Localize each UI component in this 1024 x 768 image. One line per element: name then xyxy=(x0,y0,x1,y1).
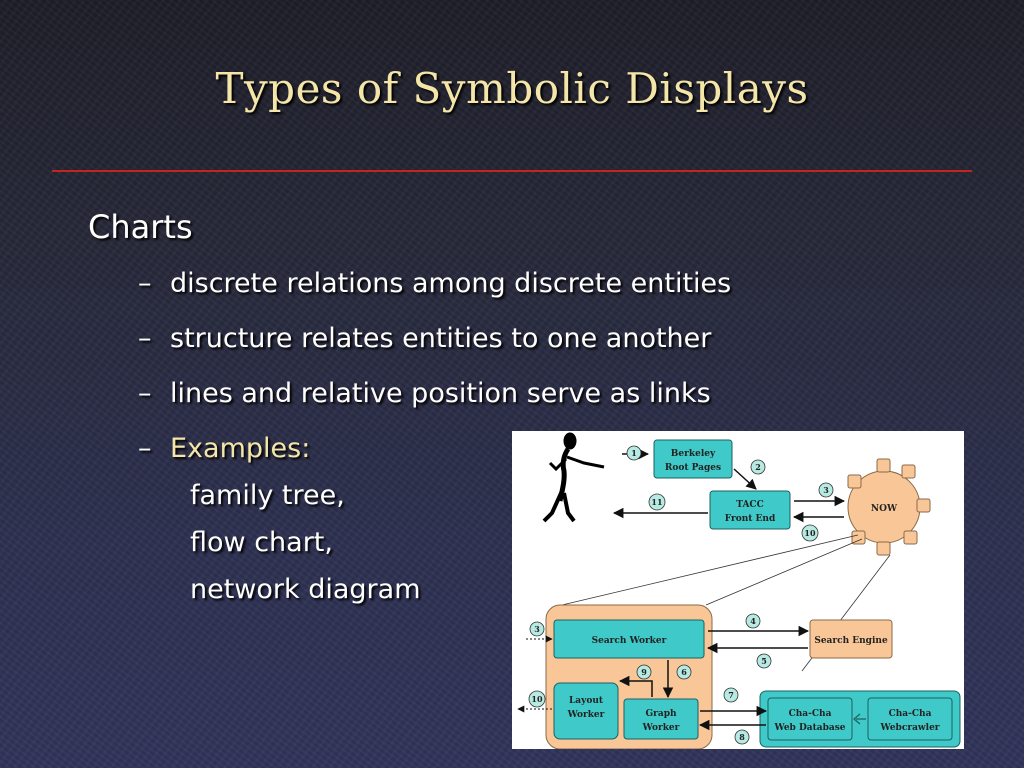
layout-worker-node xyxy=(553,682,619,740)
bullet-text: lines and relative position serve as lin… xyxy=(170,378,711,409)
tacc-front-end-node xyxy=(709,490,791,530)
chacha-db-label-line1: Cha-Cha xyxy=(789,709,832,719)
berkeley-label-line1: Berkeley xyxy=(671,449,716,459)
step-badge-7: 7 xyxy=(728,690,734,700)
stick-figure-icon xyxy=(542,432,605,523)
chacha-crawler-label-line2: Webcrawler xyxy=(879,723,939,733)
bullet-dash: – xyxy=(138,268,152,299)
layout-worker-label-line2: Worker xyxy=(567,710,605,720)
step-badge-10: 10 xyxy=(804,528,816,538)
step-badge-9: 9 xyxy=(641,667,647,677)
bullet-item: –structure relates entities to one anoth… xyxy=(138,323,711,354)
example-item: network diagram xyxy=(190,574,421,605)
search-worker-node xyxy=(553,619,705,659)
chacha-db-label-line2: Web Database xyxy=(773,723,845,733)
title-divider xyxy=(52,170,972,172)
bullet-dash: – xyxy=(138,433,152,464)
step-badges: 1 2 3 11 10 3 4 5 9 6 10 7 8 xyxy=(528,445,834,745)
search-engine-label: Search Engine xyxy=(814,636,888,646)
step-badge-8: 8 xyxy=(739,732,745,742)
berkeley-root-pages-node xyxy=(653,439,733,479)
bullet-dash: – xyxy=(138,378,152,409)
step-badge-11: 11 xyxy=(651,497,662,507)
bullet-dash: – xyxy=(138,323,152,354)
slide-title: Types of Symbolic Displays xyxy=(215,64,809,113)
example-item: family tree, xyxy=(190,480,345,511)
step-badge-5: 5 xyxy=(761,656,767,666)
arrow-2 xyxy=(733,468,757,490)
step-badge-10-out: 10 xyxy=(531,694,543,704)
search-engine-node xyxy=(809,619,893,659)
bullet-item: –lines and relative position serve as li… xyxy=(138,378,711,409)
bullet-text: structure relates entities to one anothe… xyxy=(170,323,712,354)
example-item: flow chart, xyxy=(190,527,333,558)
zoom-line xyxy=(705,538,863,606)
bullet-text: discrete relations among discrete entiti… xyxy=(170,268,732,299)
step-badge-4: 4 xyxy=(750,616,756,626)
section-heading: Charts xyxy=(88,208,193,246)
arrow-9 xyxy=(618,675,653,697)
now-cluster-node xyxy=(847,458,931,556)
graph-worker-node xyxy=(623,698,699,740)
step-badge-2: 2 xyxy=(755,462,761,472)
chacha-web-database-node xyxy=(767,697,853,741)
step-badge-3-search: 3 xyxy=(534,624,540,634)
graph-worker-label-line1: Graph xyxy=(645,709,677,719)
tacc-label-line2: Front End xyxy=(725,514,776,524)
step-badge-6: 6 xyxy=(681,667,687,677)
step-badge-3: 3 xyxy=(823,485,829,495)
search-worker-label: Search Worker xyxy=(592,636,667,646)
layout-worker-label-line1: Layout xyxy=(569,696,604,706)
graph-worker-label-line2: Worker xyxy=(642,723,680,733)
zoom-line xyxy=(561,534,859,606)
berkeley-label-line2: Root Pages xyxy=(665,463,721,473)
crawler-to-db-arrow xyxy=(853,713,866,725)
bullet-item: –discrete relations among discrete entit… xyxy=(138,268,731,299)
bullet-item-examples: –Examples: xyxy=(138,433,310,464)
chacha-crawler-label-line1: Cha-Cha xyxy=(889,709,932,719)
step-badge-1: 1 xyxy=(631,448,637,458)
chacha-webcrawler-node xyxy=(867,697,953,741)
now-label: NOW xyxy=(871,504,898,514)
system-diagram-svg: Berkeley Root Pages TACC Front End NOW S… xyxy=(517,432,961,749)
system-diagram-figure: Berkeley Root Pages TACC Front End NOW S… xyxy=(512,431,964,749)
examples-label: Examples: xyxy=(170,433,311,464)
tacc-label-line1: TACC xyxy=(736,500,764,510)
